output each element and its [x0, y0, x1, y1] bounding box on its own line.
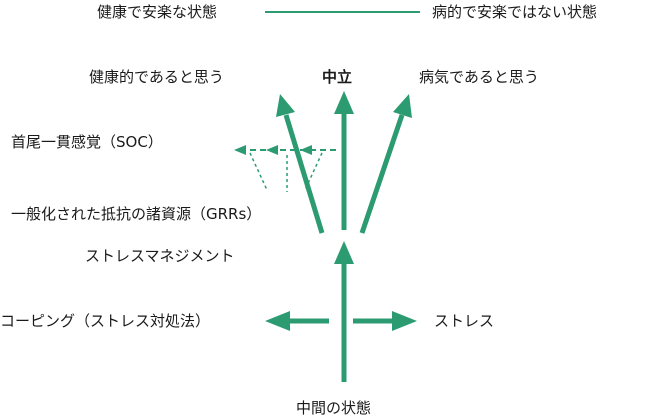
origin-label: 中間の状態 [296, 399, 372, 417]
arrow-to-sick [359, 114, 405, 234]
outcome-sick-label: 病気であると思う [419, 68, 539, 86]
arrow-to-healthy [283, 114, 325, 234]
arrowhead-sick [393, 94, 412, 118]
stress-label: ストレス [434, 312, 495, 330]
soc-arrowhead-middle [266, 145, 278, 155]
grr-link-left [249, 152, 268, 191]
arrowhead-neutral [334, 91, 354, 114]
soc-label: 首尾一貫感覚（SOC） [11, 133, 163, 151]
outcome-neutral-label: 中立 [322, 68, 353, 86]
arrowhead-coping [265, 311, 290, 331]
arrowhead-stress [392, 311, 417, 331]
grrs-label: 一般化された抵抗の諸資源（GRRs） [11, 205, 262, 223]
arrowhead-healthy [276, 94, 295, 117]
coping-label: コーピング（ストレス対処法） [0, 312, 211, 330]
stress-management-label: ストレスマネジメント [85, 247, 235, 265]
soc-arrowhead-right [300, 145, 312, 155]
soc-arrowhead-left [234, 145, 246, 155]
arrowhead-origin [334, 241, 354, 264]
grr-link-right [304, 152, 323, 191]
spectrum-right-label: 病的で安楽ではない状態 [432, 3, 598, 21]
outcome-healthy-label: 健康的であると思う [89, 68, 224, 86]
spectrum-left-label: 健康で安楽な状態 [97, 3, 218, 21]
